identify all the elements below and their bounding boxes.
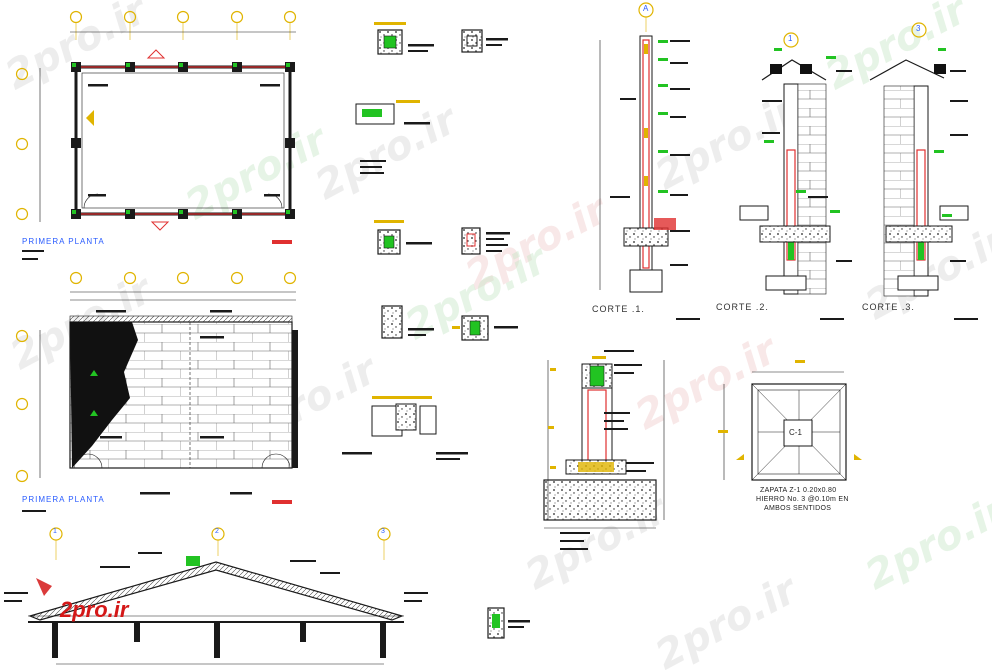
footing-section [543, 350, 665, 550]
corte-2-drawing [739, 32, 852, 320]
plan-top-label: PRIMERA PLANTA [22, 237, 105, 246]
roof-axis-3: 3 [381, 528, 385, 535]
zapata-plan [718, 360, 862, 481]
roof-section [4, 527, 428, 665]
column-details [342, 22, 530, 639]
floor-plan-top [15, 10, 297, 260]
section-marker-1: 1 [788, 34, 793, 43]
section-marker-a: A [643, 4, 649, 13]
corte-2-label: CORTE .2. [716, 302, 769, 312]
site-logo: 2pro.ir [36, 578, 130, 622]
corte-3-label: CORTE .3. [862, 302, 915, 312]
floor-plan-bottom [15, 271, 298, 512]
logo-text: 2pro.ir [59, 597, 130, 622]
roof-axis-1: 1 [53, 528, 57, 535]
footing-note-line-2: HIERRO No. 3 @0.10m EN [756, 496, 849, 503]
plan-bottom-label: PRIMERA PLANTA [22, 495, 105, 504]
section-marker-3: 3 [916, 24, 921, 33]
corte-3-drawing [869, 22, 978, 320]
footing-note-line-3: AMBOS SENTIDOS [764, 505, 832, 512]
corte-1-label: CORTE .1. [592, 304, 645, 314]
corte-1-drawing [599, 2, 700, 320]
roof-axis-2: 2 [215, 528, 219, 535]
footing-note-line-1: ZAPATA Z-1 0.20x0.80 [760, 487, 837, 494]
footing-tag: C-1 [789, 428, 802, 437]
